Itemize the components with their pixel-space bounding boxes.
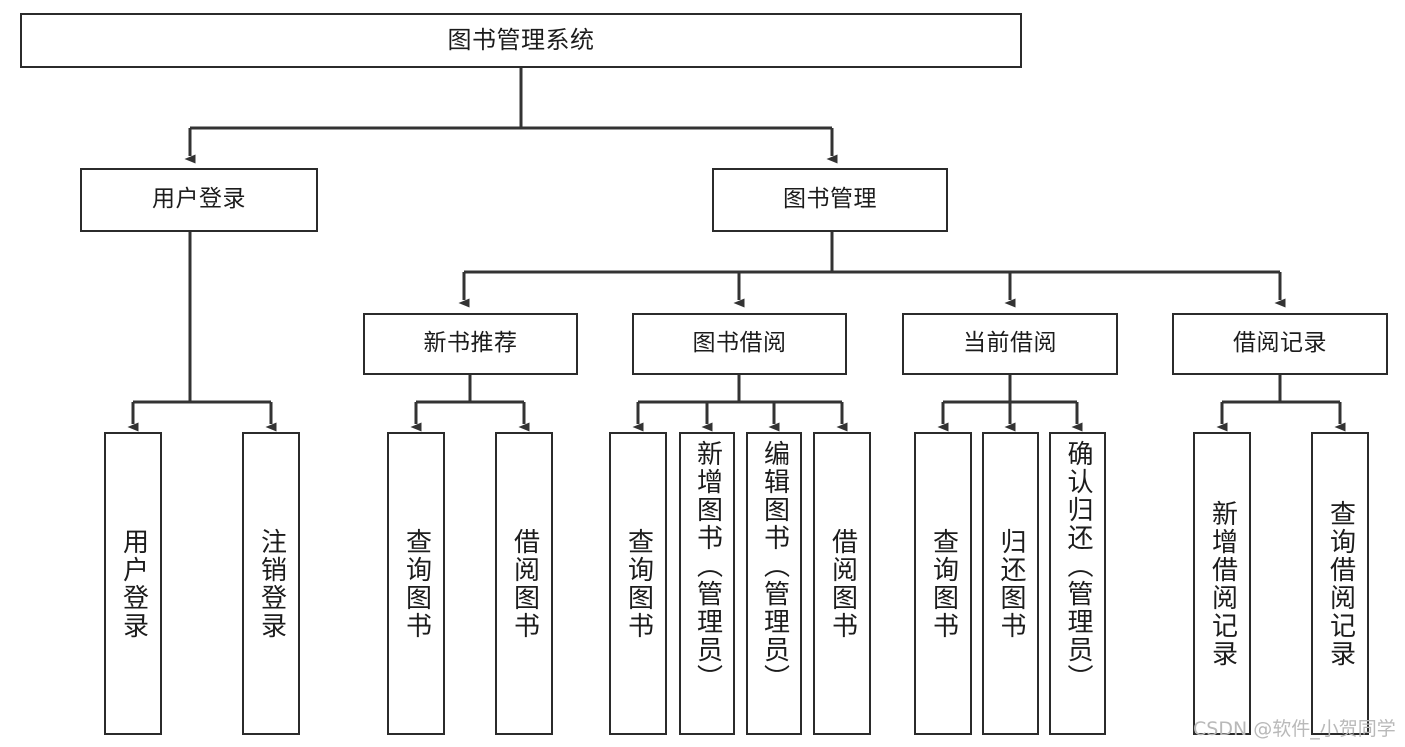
node-leaf-user-login[interactable]: 用户登录 — [104, 432, 162, 735]
node-new-book-recommend-label: 新书推荐 — [423, 330, 518, 357]
node-leaf-add-book[interactable]: 新增图书（管理员） — [679, 432, 735, 735]
node-user-login[interactable]: 用户登录 — [80, 168, 318, 232]
node-leaf-add-record[interactable]: 新增借阅记录 — [1193, 432, 1251, 735]
node-book-borrow[interactable]: 图书借阅 — [632, 313, 847, 375]
node-leaf-confirm-return-label: 确认归还（管理员） — [1063, 440, 1094, 692]
node-leaf-query-book-3[interactable]: 查询图书 — [914, 432, 972, 735]
node-root[interactable]: 图书管理系统 — [20, 13, 1022, 68]
node-leaf-borrow-book-1-label: 借阅图书 — [509, 527, 540, 640]
node-leaf-return-book[interactable]: 归还图书 — [982, 432, 1039, 735]
node-current-borrow-label: 当前借阅 — [963, 330, 1057, 357]
node-user-login-label: 用户登录 — [152, 186, 246, 213]
node-leaf-borrow-book-1[interactable]: 借阅图书 — [495, 432, 553, 735]
node-leaf-edit-book[interactable]: 编辑图书（管理员） — [746, 432, 802, 735]
node-leaf-add-book-label: 新增图书（管理员） — [692, 440, 723, 692]
node-leaf-borrow-book-2[interactable]: 借阅图书 — [813, 432, 871, 735]
node-leaf-query-book-2-label: 查询图书 — [623, 527, 654, 640]
node-leaf-logout-login[interactable]: 注销登录 — [242, 432, 300, 735]
node-root-label: 图书管理系统 — [447, 26, 595, 55]
node-leaf-query-book-1[interactable]: 查询图书 — [387, 432, 445, 735]
node-leaf-add-record-label: 新增借阅记录 — [1207, 499, 1238, 668]
node-current-borrow[interactable]: 当前借阅 — [902, 313, 1118, 375]
node-leaf-borrow-book-2-label: 借阅图书 — [827, 527, 858, 640]
node-book-manage[interactable]: 图书管理 — [712, 168, 948, 232]
node-leaf-query-book-3-label: 查询图书 — [928, 527, 959, 640]
node-leaf-user-login-label: 用户登录 — [118, 527, 149, 640]
node-borrow-record-label: 借阅记录 — [1233, 330, 1327, 357]
node-leaf-return-book-label: 归还图书 — [996, 527, 1027, 640]
node-leaf-query-book-2[interactable]: 查询图书 — [609, 432, 667, 735]
node-leaf-logout-login-label: 注销登录 — [256, 527, 287, 640]
node-leaf-query-book-1-label: 查询图书 — [401, 527, 432, 640]
node-new-book-recommend[interactable]: 新书推荐 — [363, 313, 578, 375]
node-book-borrow-label: 图书借阅 — [692, 330, 787, 357]
node-leaf-query-record[interactable]: 查询借阅记录 — [1311, 432, 1369, 735]
node-leaf-confirm-return[interactable]: 确认归还（管理员） — [1049, 432, 1106, 735]
node-borrow-record[interactable]: 借阅记录 — [1172, 313, 1388, 375]
node-leaf-edit-book-label: 编辑图书（管理员） — [759, 440, 790, 692]
node-book-manage-label: 图书管理 — [783, 186, 877, 213]
node-leaf-query-record-label: 查询借阅记录 — [1325, 499, 1356, 668]
